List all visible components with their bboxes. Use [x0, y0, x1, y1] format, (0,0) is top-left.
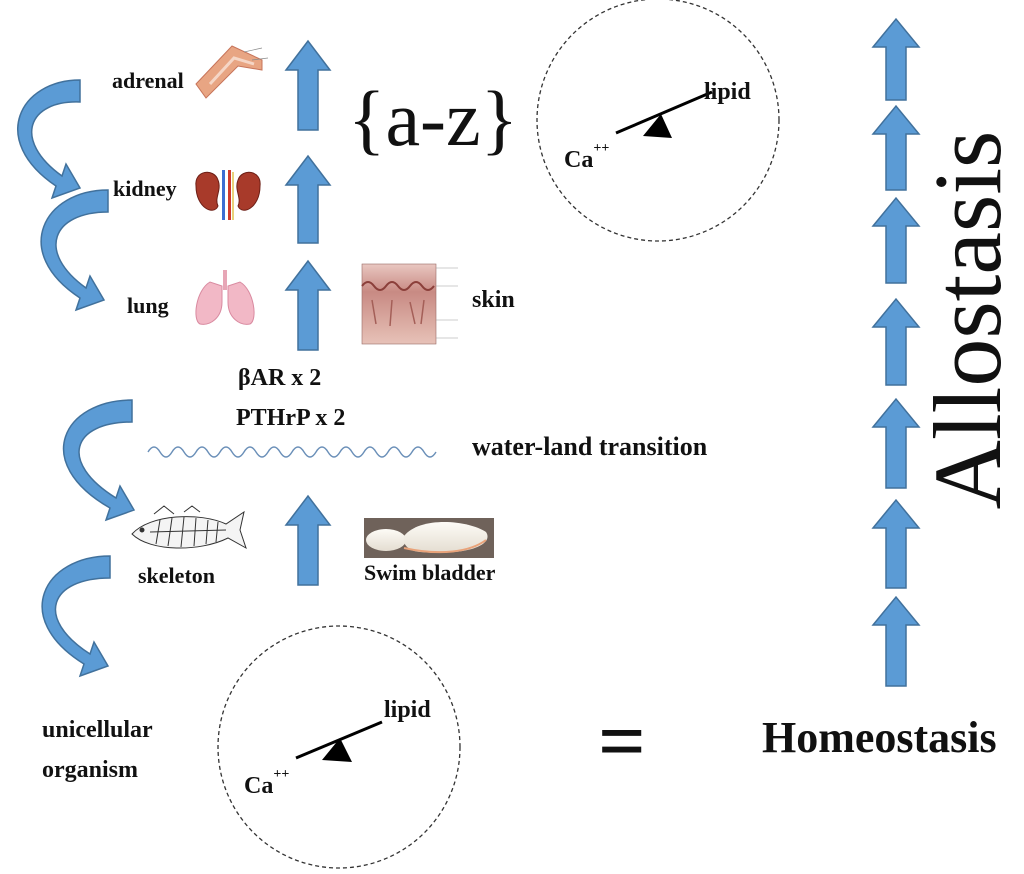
up-arrow-ladder-1	[871, 17, 921, 101]
skin-image	[361, 263, 458, 345]
up-arrow-lung	[284, 259, 332, 351]
water-land-wave	[147, 446, 437, 458]
fish-skeleton-image	[131, 505, 247, 550]
swim-bladder-image	[364, 518, 494, 558]
label-calcium-top: Ca++	[564, 141, 610, 173]
label-organism: organism	[42, 757, 138, 783]
adrenal-image	[195, 45, 269, 99]
balance-circle-bottom	[217, 625, 461, 869]
up-arrow-ladder-4	[871, 297, 921, 386]
up-arrow-ladder-7	[871, 595, 921, 687]
curved-arrow-3	[63, 399, 136, 522]
up-arrow-ladder-6	[871, 498, 921, 589]
kidney-image	[195, 170, 261, 220]
lung-image	[195, 270, 255, 325]
up-arrow-adrenal	[284, 39, 332, 131]
label-allostasis: Allostasis	[914, 130, 1021, 510]
label-homeostasis: Homeostasis	[762, 713, 997, 762]
label-lung: lung	[127, 293, 169, 318]
equals-sign: =	[598, 695, 646, 788]
label-water-land-transition: water-land transition	[472, 432, 708, 461]
up-arrow-ladder-2	[871, 104, 921, 191]
seesaw-bottom	[295, 720, 383, 762]
label-skeleton: skeleton	[138, 563, 215, 588]
label-adrenal: adrenal	[112, 68, 184, 93]
up-arrows-middle	[284, 39, 332, 586]
label-calcium-bottom: Ca++	[244, 767, 290, 799]
curved-arrows	[17, 79, 136, 678]
label-swim-bladder: Swim bladder	[364, 560, 496, 585]
up-arrow-swim	[284, 494, 332, 586]
label-skin: skin	[472, 287, 515, 313]
curved-arrow-2	[40, 189, 109, 312]
up-arrows-allostasis	[871, 17, 921, 687]
up-arrow-ladder-5	[871, 397, 921, 489]
label-lipid-bottom: lipid	[384, 697, 431, 723]
label-lipid-top: lipid	[704, 79, 751, 105]
balance-circle-top	[536, 0, 780, 242]
label-beta-ar: βAR x 2	[238, 365, 322, 391]
curved-arrow-1	[17, 79, 82, 200]
label-kidney: kidney	[113, 176, 177, 201]
curved-arrow-4	[41, 555, 111, 678]
seesaw-top	[615, 90, 713, 138]
up-arrow-ladder-3	[871, 196, 921, 284]
up-arrow-kidney	[284, 154, 332, 244]
label-pthrp: PTHrP x 2	[236, 405, 346, 431]
formula-a-z: {a-z}	[348, 75, 519, 162]
label-unicellular: unicellular	[42, 717, 153, 743]
